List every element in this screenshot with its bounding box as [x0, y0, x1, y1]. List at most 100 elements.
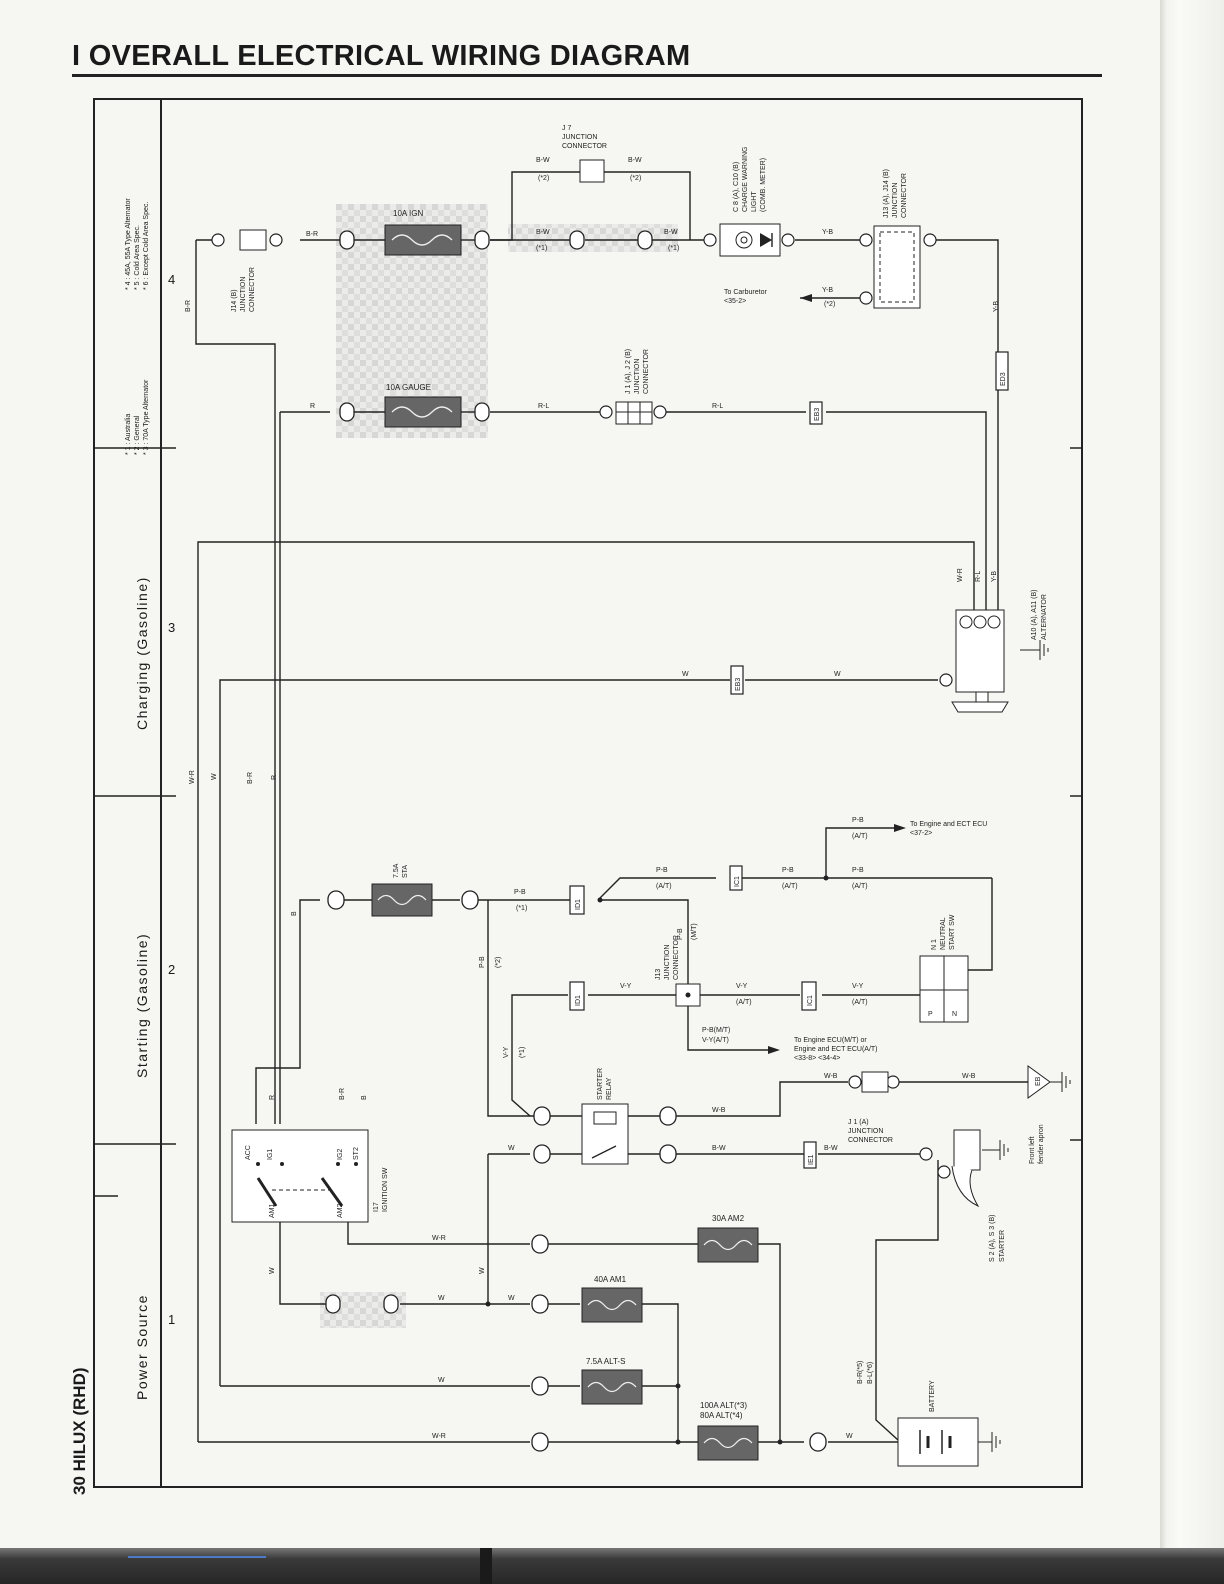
ignition-switch — [231, 1129, 369, 1223]
wire-label: B-R — [306, 231, 318, 238]
charge-light-label-4: (COMB. METER) — [760, 158, 767, 212]
wire-label: W-R — [957, 568, 964, 582]
wire-label: (A/T) — [782, 883, 798, 890]
connector-eb3-a: EB3 — [814, 408, 821, 421]
wire-label: B-W — [536, 157, 550, 164]
ref-carburetor-2: <35-2> — [724, 298, 746, 305]
wire-label: B-R — [185, 300, 192, 312]
ignition-sw-label-1: I17 — [373, 1202, 380, 1212]
wire-label: W — [438, 1295, 445, 1302]
wire-label: B-W — [536, 229, 550, 236]
j13-top-label-3: CONNECTOR — [901, 173, 908, 218]
connector-id1-b: ID1 — [575, 995, 582, 1006]
alternator-label-2: ALTERNATOR — [1041, 594, 1048, 640]
battery-label: BATTERY — [929, 1380, 936, 1412]
section-number-1: 1 — [168, 1312, 176, 1327]
wire-label: W-B — [712, 1107, 726, 1114]
charge-light-label-2: CHARGE WARNING — [742, 147, 749, 212]
wire-label: P-B — [852, 867, 864, 874]
j7-junction-connector — [579, 159, 605, 183]
j1-j2-label-1: J 1 (A), J 2 (B) — [625, 349, 632, 394]
ign-term-am1: AM1 — [269, 1204, 276, 1219]
sidebar-divider — [160, 98, 162, 1488]
fuse-label-alt-a: 100A ALT(*3) — [700, 1401, 747, 1410]
connector-id1-a: ID1 — [575, 899, 582, 910]
wire-label: W — [479, 1267, 486, 1274]
wire-label: (A/T) — [852, 999, 868, 1006]
section-number-2: 2 — [168, 962, 176, 977]
fuse-10a-ign — [384, 224, 462, 256]
fuse-10a-gauge — [384, 396, 462, 428]
wire-label: (*1) — [668, 245, 679, 252]
ignition-sw-label-2: IGNITION SW — [382, 1167, 389, 1212]
section-dividers — [93, 447, 1083, 1197]
wire-label: P-B — [656, 867, 668, 874]
section-number-3: 3 — [168, 620, 176, 635]
diagram-frame — [93, 98, 1083, 1488]
wire-label: B-R — [247, 772, 254, 784]
wire-label: B — [291, 911, 298, 916]
connector-ic1-a: IC1 — [734, 876, 741, 887]
wire-label: (M/T) — [691, 923, 698, 940]
wire-label: P-B — [479, 956, 486, 968]
j1-lower-label-2: JUNCTION — [848, 1128, 883, 1135]
wire-label: (*2) — [630, 175, 641, 182]
wire-label: W — [682, 671, 689, 678]
fuse-30a-am2 — [697, 1227, 759, 1263]
fuse-alt — [697, 1425, 759, 1461]
ref-engine-ecu-mt-3: <33-8> <34-4> — [794, 1055, 840, 1062]
starter-relay — [581, 1103, 629, 1165]
wire-label: (A/T) — [852, 833, 868, 840]
j14-left-label-1: J14 (B) — [231, 289, 238, 312]
fuse-7-5a-alt-s — [581, 1369, 643, 1405]
fuse-label-am2: 30A AM2 — [712, 1214, 745, 1223]
inline-connector-blocks — [569, 351, 1009, 1169]
scan-bottom-strip — [0, 1548, 1224, 1584]
ign-term-ig2: IG2 — [337, 1149, 344, 1160]
j13-mid-label-1: J13 — [655, 969, 662, 980]
ign-term-acc: ACC — [245, 1145, 252, 1160]
neutral-start-switch: P N — [919, 955, 969, 1023]
wire-label: B-W — [712, 1145, 726, 1152]
charge-warning-light — [719, 223, 781, 257]
starter-label-2: STARTER — [999, 1230, 1006, 1262]
ref-carburetor-1: To Carburetor — [724, 289, 767, 296]
wire-label: B-R — [339, 1088, 346, 1100]
wire-label: P-B — [514, 889, 526, 896]
wire-label: W — [508, 1145, 515, 1152]
wire-label: W — [846, 1433, 853, 1440]
page-edge-shadow — [1160, 0, 1224, 1584]
wire-label: W-R — [432, 1433, 446, 1440]
ref-engine-ecu-mt-2: Engine and ECT ECU(A/T) — [794, 1046, 878, 1053]
wire-label: W — [834, 671, 841, 678]
ref-engine-ecu-2: <37-2> — [910, 830, 932, 837]
wire-label: V-Y — [620, 983, 632, 990]
wire-label: P-B — [782, 867, 794, 874]
fuse-label-am1: 40A AM1 — [594, 1275, 627, 1284]
battery — [897, 1417, 1001, 1467]
j7-label-2: JUNCTION — [562, 134, 597, 141]
wire-label: B — [361, 1095, 368, 1100]
j13-top-label-2: JUNCTION — [892, 183, 899, 218]
wire-label: Y-B — [822, 229, 833, 236]
wire-label: (A/T) — [736, 999, 752, 1006]
ign-term-st2: ST2 — [353, 1147, 360, 1160]
j1-j2-junction-connector — [615, 401, 653, 425]
neutral-sw-label-2: NEUTRAL — [940, 917, 947, 950]
ref-engine-ecu-mt-1: To Engine ECU(M/T) or — [794, 1037, 867, 1044]
wire-label: P-B(M/T) — [702, 1027, 730, 1034]
ground-note-2: fender apron — [1038, 1124, 1045, 1164]
terminal-circles — [211, 233, 1001, 1179]
ref-engine-ecu-1: To Engine and ECT ECU — [910, 821, 987, 828]
wire-label: P-B — [677, 928, 684, 940]
fuse-7-5a-sta — [371, 883, 433, 917]
alternator — [951, 609, 1049, 713]
j13-mid-label-2: JUNCTION — [664, 945, 671, 980]
svg-text:P: P — [928, 1011, 933, 1018]
wires — [195, 171, 1028, 1443]
wire-label: W — [211, 773, 218, 780]
starter-label-1: S 2 (A), S 3 (B) — [989, 1215, 996, 1262]
title-rule — [72, 74, 1102, 77]
j1-j2-label-2: JUNCTION — [634, 359, 641, 394]
